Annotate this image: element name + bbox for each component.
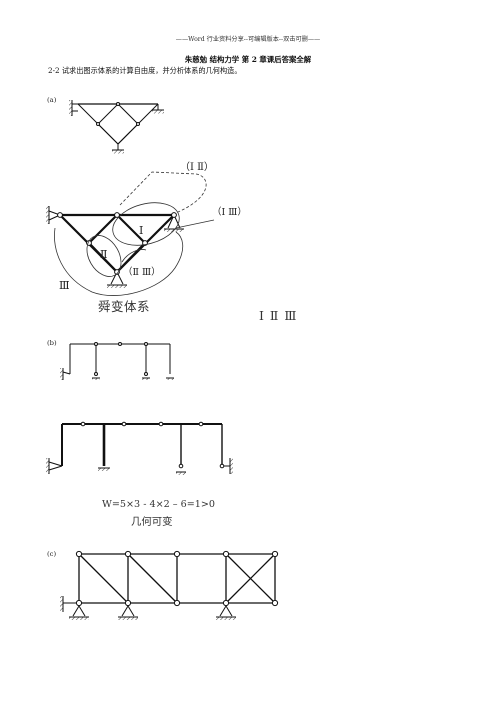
label-body-I: Ⅰ <box>139 224 143 237</box>
label-body-II: Ⅱ <box>100 248 107 261</box>
page-title: 朱慈勉 结构力学 第 2 章课后答案全解 <box>184 55 312 64</box>
part-b-conclusion: 几何可变 <box>131 516 173 528</box>
page-header-banner: ——Word 行业资料分享--可编辑版本--双击可删—— <box>175 36 321 43</box>
part-a-conclusion-rigid-bodies: Ⅰ Ⅱ Ⅲ <box>259 308 298 323</box>
figure-a-large-truss <box>46 171 215 296</box>
figure-b-small-frame <box>60 342 174 380</box>
part-b-label: (b) <box>47 339 57 347</box>
rigid-body-outlines <box>54 171 215 296</box>
label-hinge-I-II: （Ⅰ Ⅱ） <box>180 161 214 173</box>
part-a-conclusion: 舜变体系 <box>98 299 151 314</box>
figure-a-small-truss <box>69 100 164 154</box>
part-c-label: (c) <box>47 550 57 558</box>
part-a-label: (a) <box>47 96 57 104</box>
label-body-III: Ⅲ <box>59 279 70 292</box>
figure-b-large-frame <box>46 421 233 475</box>
label-hinge-I-III: （Ⅰ Ⅲ） <box>212 206 247 218</box>
label-hinge-II-III: （Ⅱ Ⅲ） <box>123 266 161 278</box>
part-b-formula: W=5×3 - 4×2 – 6=1>0 <box>102 499 216 510</box>
figure-c-truss <box>60 550 279 620</box>
question-text: 2-2 试求出图示体系的计算自由度，并分析体系的几何构造。 <box>48 66 242 75</box>
